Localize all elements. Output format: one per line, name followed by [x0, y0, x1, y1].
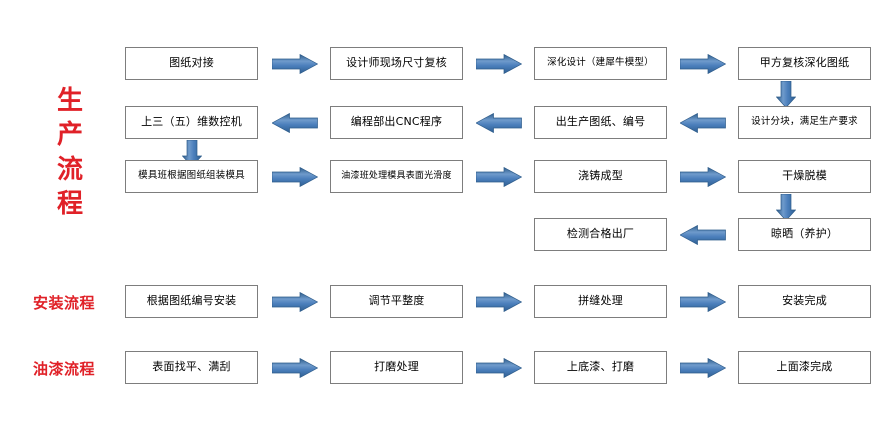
node-p2[interactable]: 设计师现场尺寸复核	[330, 47, 463, 80]
stage-label-production-char-1: 生	[56, 86, 83, 116]
node-t2[interactable]: 打磨处理	[330, 351, 463, 384]
connector-c3-arrow-right	[680, 54, 726, 74]
node-t3[interactable]: 上底漆、打磨	[534, 351, 667, 384]
connector-c6-arrow-left	[476, 113, 522, 133]
connector-c1-arrow-right	[272, 54, 318, 74]
node-p1[interactable]: 图纸对接	[125, 47, 258, 80]
node-i4[interactable]: 安装完成	[738, 285, 871, 318]
connector-c2-arrow-right	[476, 54, 522, 74]
node-p14[interactable]: 检测合格出厂	[534, 218, 667, 251]
node-p5[interactable]: 设计分块，满足生产要求	[738, 106, 871, 139]
stage-label-installation: 安装流程	[33, 294, 96, 312]
connector-c5-arrow-left	[680, 113, 726, 133]
node-i1[interactable]: 根据图纸编号安装	[125, 285, 258, 318]
node-p8[interactable]: 上三（五）维数控机	[125, 106, 258, 139]
stage-label-painting: 油漆流程	[33, 360, 96, 378]
connector-c10-arrow-right	[476, 167, 522, 187]
node-p7[interactable]: 编程部出CNC程序	[330, 106, 463, 139]
stage-label-production-char-2: 产	[56, 120, 83, 151]
stage-label-production-char-3: 流	[56, 154, 83, 185]
node-i3[interactable]: 拼缝处理	[534, 285, 667, 318]
node-p12[interactable]: 干燥脱模	[738, 160, 871, 193]
connector-c4-arrow-down	[776, 81, 796, 108]
stage-label-production-char-4: 程	[56, 188, 83, 219]
stage-label-production: 生 产 流 程	[53, 84, 87, 221]
connector-c18-arrow-right	[476, 358, 522, 378]
node-p4[interactable]: 甲方复核深化图纸	[738, 47, 871, 80]
node-p6[interactable]: 出生产图纸、编号	[534, 106, 667, 139]
node-i2[interactable]: 调节平整度	[330, 285, 463, 318]
connector-c14-arrow-right	[272, 292, 318, 312]
connector-c17-arrow-right	[272, 358, 318, 378]
node-p3[interactable]: 深化设计（建犀牛模型）	[534, 47, 667, 80]
node-p10[interactable]: 油漆班处理模具表面光滑度	[330, 160, 463, 193]
connector-c19-arrow-right	[680, 358, 726, 378]
connector-c7-arrow-left	[272, 113, 318, 133]
connector-c15-arrow-right	[476, 292, 522, 312]
node-p13[interactable]: 晾晒（养护）	[738, 218, 871, 251]
node-p11[interactable]: 浇铸成型	[534, 160, 667, 193]
node-t4[interactable]: 上面漆完成	[738, 351, 871, 384]
connector-c9-arrow-right	[272, 167, 318, 187]
connector-c13-arrow-left	[680, 225, 726, 245]
connector-c16-arrow-right	[680, 292, 726, 312]
connector-c12-arrow-down	[776, 194, 796, 221]
node-p9[interactable]: 模具班根据图纸组装模具	[125, 160, 258, 193]
node-t1[interactable]: 表面找平、满刮	[125, 351, 258, 384]
connector-c11-arrow-right	[680, 167, 726, 187]
